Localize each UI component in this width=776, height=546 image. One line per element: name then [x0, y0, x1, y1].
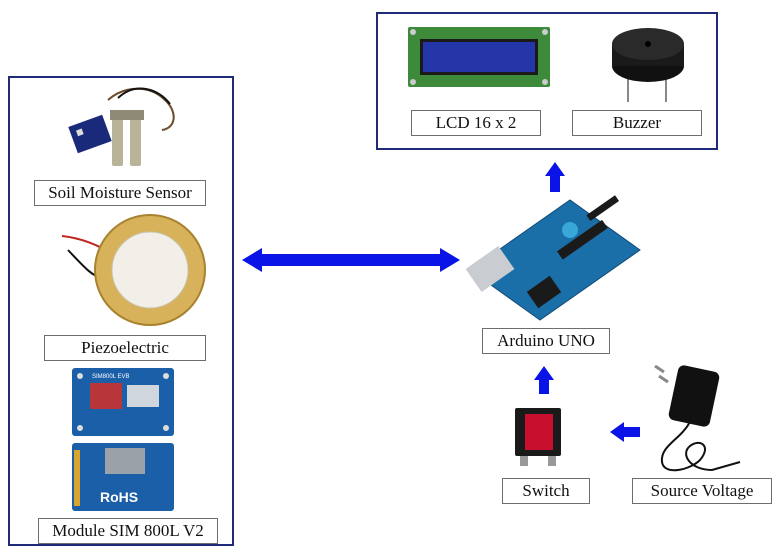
piezoelectric-label: Piezoelectric — [44, 335, 206, 361]
buzzer-image — [612, 28, 684, 102]
arduino-uno-image — [465, 195, 641, 321]
sim-module-label: Module SIM 800L V2 — [38, 518, 218, 544]
lcd-image — [408, 27, 550, 87]
left-arrow-from-source — [610, 422, 640, 442]
sim-module-board-image: SIM800L EVB RoHS — [72, 368, 174, 511]
soil-moisture-label: Soil Moisture Sensor — [34, 180, 206, 206]
switch-label: Switch — [502, 478, 590, 504]
arduino-uno-label: Arduino UNO — [482, 328, 610, 354]
power-adapter-image — [654, 364, 741, 472]
switch-image — [515, 408, 561, 466]
lcd-label: LCD 16 x 2 — [411, 110, 541, 136]
rohs-text: RoHS — [100, 489, 138, 505]
source-voltage-label: Source Voltage — [632, 478, 772, 504]
piezoelectric-image — [61, 214, 206, 326]
soil-moisture-sensor-image — [68, 87, 175, 166]
sim-board-text: SIM800L EVB — [92, 374, 129, 380]
buzzer-label: Buzzer — [572, 110, 702, 136]
up-arrow-to-outputs — [545, 162, 565, 192]
bidirectional-arrow — [242, 248, 460, 272]
up-arrow-to-arduino — [534, 366, 554, 394]
